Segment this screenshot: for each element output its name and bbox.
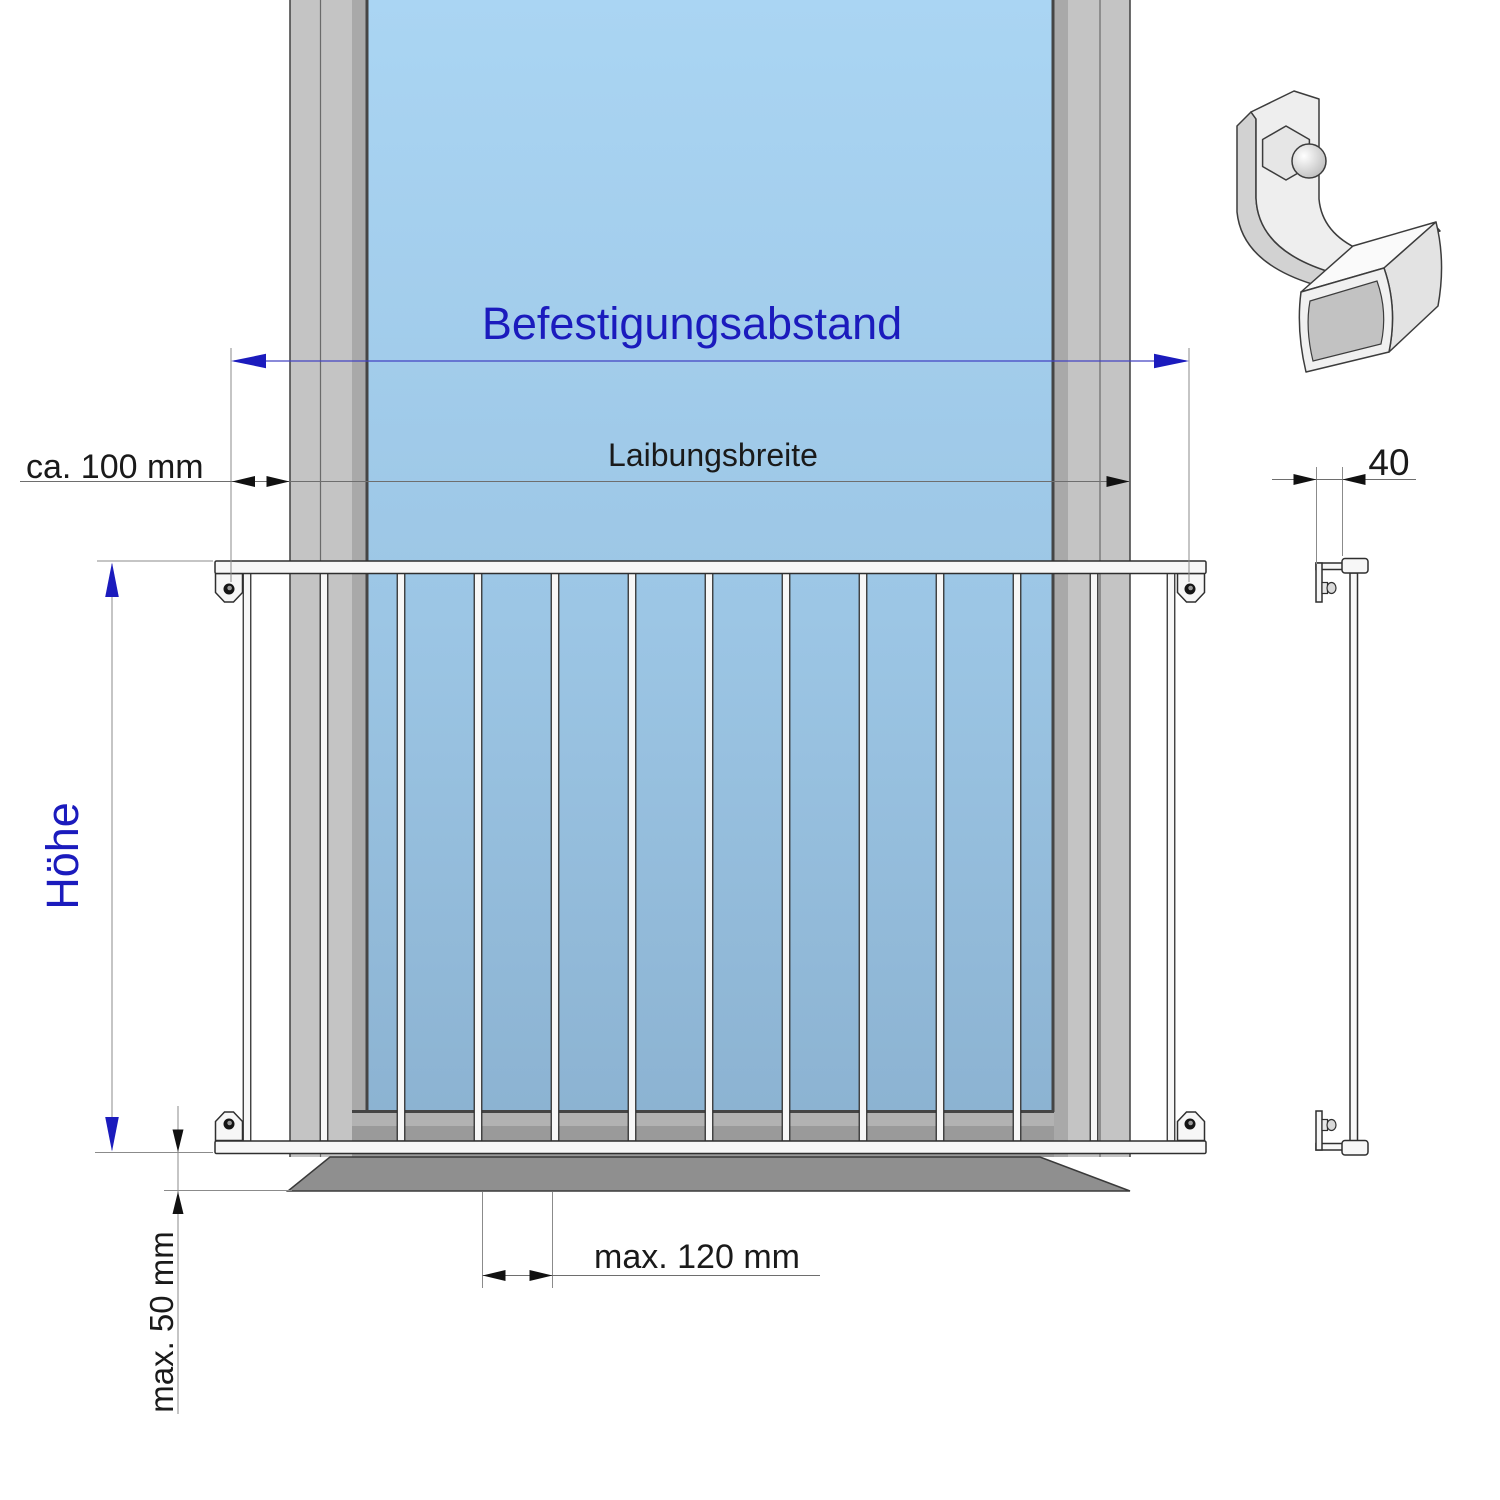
side-view-handrail-section-top	[1341, 557, 1369, 574]
railing-bar	[396, 572, 406, 1142]
bracket-tube-opening	[1307, 280, 1385, 362]
railing-bar	[1166, 572, 1176, 1142]
side-view-bar	[1349, 572, 1359, 1142]
bracket-dome-cap	[1291, 143, 1327, 179]
railing-bar	[473, 572, 483, 1142]
bottom-rail	[214, 1140, 1207, 1155]
dim-40: 40	[1272, 442, 1416, 564]
railing-bar	[1089, 572, 1099, 1142]
dim-befestigungsabstand: Befestigungsabstand	[230, 298, 1190, 582]
railing-side-view	[1315, 557, 1369, 1156]
railing-bar	[935, 572, 945, 1142]
dim-laibungsbreite: Laibungsbreite ca. 100 mm	[20, 437, 1130, 487]
side-view-top-bracket	[1315, 562, 1344, 603]
dim-max-120: max. 120 mm	[482, 1192, 820, 1288]
railing-bar	[319, 572, 329, 1142]
label-40: 40	[1368, 442, 1409, 483]
dim-max-50: max. 50 mm	[143, 1106, 292, 1414]
railing-bar	[627, 572, 637, 1142]
top-rail	[214, 560, 1207, 575]
bracket-3d-render	[1236, 90, 1443, 373]
label-max-120-mm: max. 120 mm	[594, 1238, 800, 1276]
label-laibungsbreite: Laibungsbreite	[608, 437, 818, 473]
label-hoehe: Höhe	[37, 802, 88, 910]
dim-hoehe: Höhe	[37, 560, 213, 1153]
railing-bar	[781, 572, 791, 1142]
railing-bar	[704, 572, 714, 1142]
railing-bar	[858, 572, 868, 1142]
balcony-railing	[214, 560, 1207, 1155]
railing-bar	[1012, 572, 1022, 1142]
railing-bar	[550, 572, 560, 1142]
railing-bar	[242, 572, 252, 1142]
window-frame-right	[1051, 0, 1131, 1157]
screw-holes	[223, 583, 1196, 1130]
side-view-bottom-bracket	[1315, 1110, 1344, 1151]
window-sill	[285, 1156, 1131, 1192]
side-view-handrail-section-bottom	[1341, 1139, 1369, 1156]
label-befestigungsabstand: Befestigungsabstand	[482, 298, 902, 349]
window-frame-left	[289, 0, 369, 1157]
label-ca-100-mm: ca. 100 mm	[26, 448, 204, 486]
label-max-50-mm: max. 50 mm	[143, 1231, 180, 1413]
